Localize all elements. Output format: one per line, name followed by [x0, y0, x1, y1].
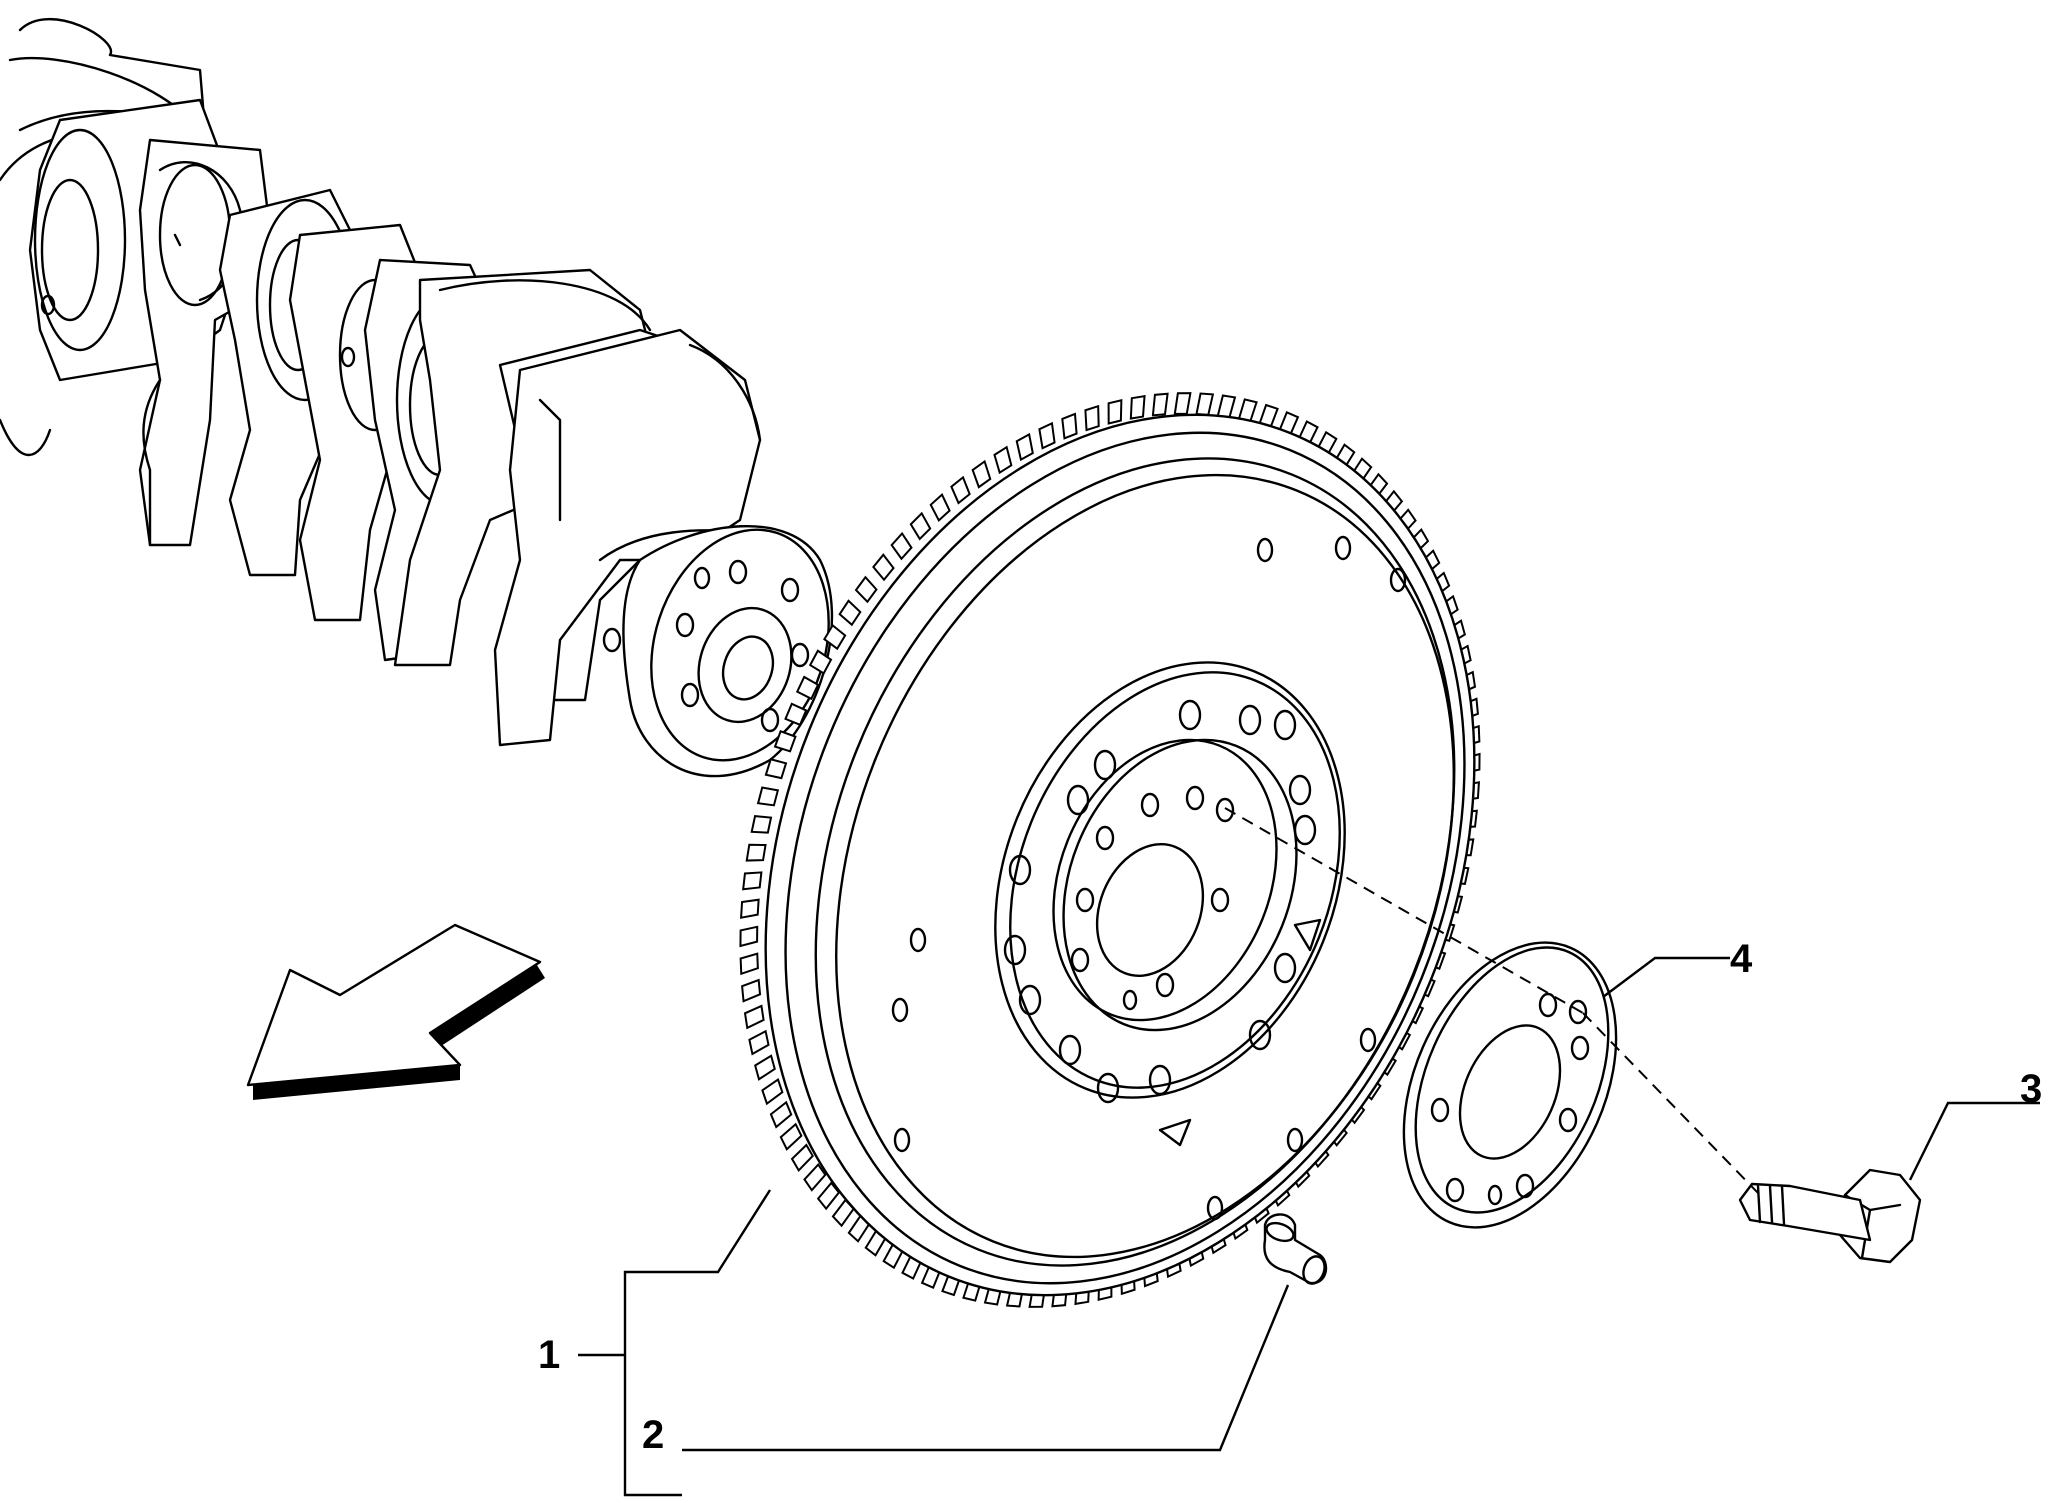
gear-tooth — [1173, 392, 1192, 415]
flywheel-outer-holes — [891, 535, 1407, 1221]
gear-tooth — [950, 475, 971, 505]
gear-tooth — [909, 511, 932, 541]
gear-tooth — [773, 730, 797, 753]
gear-tooth — [1195, 392, 1215, 416]
gear-tooth — [740, 898, 760, 919]
gear-tooth — [816, 1181, 841, 1211]
flywheel — [739, 392, 1481, 1308]
gear-tooth — [1038, 421, 1056, 450]
gear-tooth — [929, 493, 951, 522]
gear-tooth — [1061, 412, 1078, 440]
assembly-axis-line — [1224, 807, 1761, 1196]
gear-tooth — [795, 675, 820, 701]
gear-tooth — [823, 623, 847, 651]
callout-4: 4 — [1730, 937, 1753, 981]
gear-tooth — [750, 814, 773, 834]
gear-tooth — [838, 599, 862, 627]
callout-3: 3 — [2020, 1067, 2042, 1111]
gear-tooth — [743, 1004, 765, 1030]
crankshaft — [0, 17, 834, 778]
gear-tooth — [741, 978, 762, 1003]
gear-tooth — [1015, 432, 1034, 462]
gear-tooth — [1216, 394, 1237, 419]
flywheel-bolt — [1738, 1168, 1922, 1264]
callout-2: 2 — [642, 1413, 664, 1457]
reinforcement-plate — [1402, 941, 1618, 1229]
gear-tooth — [784, 702, 808, 727]
gear-tooth — [745, 843, 767, 862]
gear-tooth — [1151, 392, 1169, 417]
gear-tooth — [1084, 404, 1100, 432]
gear-tooth — [739, 925, 759, 948]
gear-tooth — [803, 1162, 827, 1192]
gear-tooth — [1107, 399, 1123, 425]
gear-tooth — [854, 575, 878, 604]
gear-tooth — [993, 445, 1013, 475]
gear-tooth — [971, 459, 992, 489]
gear-tooth — [790, 1143, 814, 1172]
gear-tooth — [754, 1054, 776, 1081]
gear-tooth — [739, 952, 759, 976]
flywheel-mid-holes — [1003, 699, 1317, 1104]
callout-1: 1 — [538, 1333, 560, 1377]
gear-tooth — [748, 1029, 770, 1056]
dowel-pin — [1263, 1213, 1328, 1285]
gear-tooth — [769, 1100, 793, 1129]
direction-arrow-icon — [246, 923, 545, 1100]
flywheel-inner-holes — [1070, 785, 1235, 1011]
gear-tooth — [808, 649, 833, 675]
gear-tooth — [764, 758, 788, 780]
leader-lines — [578, 956, 2040, 1497]
gear-tooth — [761, 1077, 784, 1106]
gear-tooth — [742, 871, 763, 891]
gear-tooth — [756, 786, 780, 807]
gear-tooth — [890, 531, 913, 561]
gear-tooth — [1129, 394, 1146, 420]
gear-tooth — [872, 553, 895, 582]
gear-tooth — [779, 1122, 803, 1151]
